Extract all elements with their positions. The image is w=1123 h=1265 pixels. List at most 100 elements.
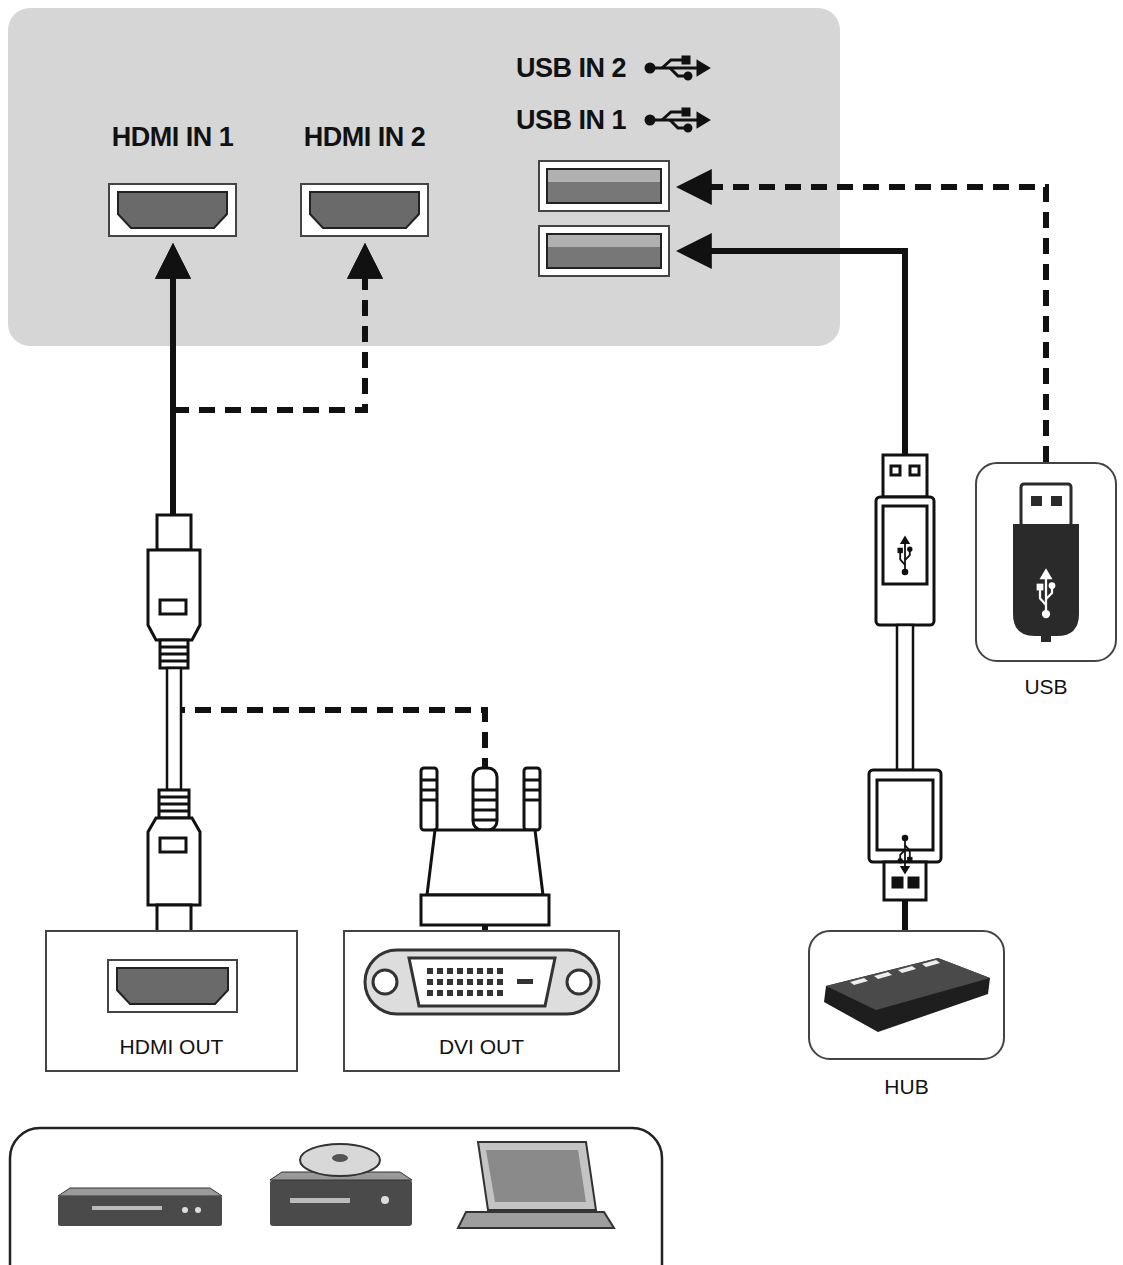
usb-port	[539, 161, 669, 211]
dvi-pin	[437, 968, 443, 974]
usb-cable	[883, 455, 927, 497]
dvi-pin	[427, 979, 433, 985]
source-devices	[92, 1206, 162, 1210]
usb-socket	[547, 169, 661, 203]
usb-symbol	[646, 57, 708, 79]
hub-box-drawing	[810, 932, 1002, 1057]
usb-cable	[897, 625, 913, 770]
usb-port	[539, 226, 669, 276]
hdmi-cable	[160, 838, 186, 852]
usb-symbol	[1038, 571, 1055, 618]
dvi-pin	[517, 979, 533, 984]
hdmi-cable	[148, 550, 200, 640]
usb-cable	[891, 466, 900, 475]
usb-cable	[909, 878, 918, 887]
source-devices	[458, 1212, 614, 1228]
hdmi-cable	[167, 668, 181, 790]
dvi-pin	[427, 968, 433, 974]
source-devices	[290, 1198, 350, 1203]
dvi-pin	[427, 990, 433, 996]
dvi-pin	[437, 990, 443, 996]
dvi-pin	[437, 979, 443, 985]
source-devices	[332, 1154, 348, 1162]
usb-cable	[876, 497, 934, 625]
usb-drive-box: USB	[975, 462, 1117, 662]
source-devices	[270, 1180, 412, 1226]
source-devices	[182, 1207, 188, 1213]
port-label: HDMI IN 1	[112, 121, 234, 153]
dvi-pin	[477, 968, 483, 974]
port-socket	[118, 192, 227, 228]
source-devices	[58, 1188, 222, 1196]
hub-port	[850, 978, 868, 985]
dvi-port	[365, 950, 599, 1014]
port-outline	[108, 960, 237, 1012]
box-label: HDMI OUT	[47, 1034, 296, 1060]
dvi-pin	[467, 990, 473, 996]
dvi-pin	[457, 979, 463, 985]
usb-socket	[548, 170, 660, 182]
dvi-pin	[467, 968, 473, 974]
port-label: USB IN 1	[516, 104, 626, 136]
usb-cable	[869, 455, 941, 900]
port-socket	[117, 968, 228, 1004]
source-devices	[300, 1144, 380, 1176]
dvi-pin	[447, 979, 453, 985]
usb-drive-cap	[1021, 484, 1071, 526]
hub-port	[874, 972, 892, 979]
hdmi-in-port: HDMI IN 1	[108, 183, 237, 237]
dvi-pin	[497, 990, 503, 996]
dvi-plug	[473, 790, 497, 820]
hdmi-cable	[160, 640, 188, 668]
source-devices	[478, 1142, 596, 1210]
usb-symbol	[646, 109, 708, 131]
source-devices	[10, 1128, 662, 1265]
source-devices	[58, 1196, 222, 1226]
usb-drive-cap	[1031, 496, 1042, 506]
usb-in-ports-drawing	[538, 160, 670, 277]
hdmi-cable	[148, 818, 200, 905]
source-devices	[381, 1196, 389, 1204]
dvi-pin	[487, 990, 493, 996]
port-label: HDMI IN 2	[304, 121, 426, 153]
usb-drive-box-drawing	[977, 464, 1114, 659]
dvi-socket	[409, 958, 555, 1006]
monitor-panel	[8, 8, 840, 346]
source-devices	[10, 1128, 662, 1265]
usb-cable	[893, 878, 902, 887]
hdmi-cable	[157, 515, 191, 550]
dvi-pin	[467, 979, 473, 985]
dvi-pin	[457, 968, 463, 974]
hdmi-cable	[148, 515, 200, 935]
dvi-pin	[497, 968, 503, 974]
hub-port	[922, 960, 940, 967]
usb-in-ports: USB IN 2USB IN 1	[538, 160, 670, 277]
hdmi-in-port-drawing	[108, 183, 237, 237]
port-outline	[109, 184, 236, 236]
dvi-out-box: DVI OUT	[343, 930, 620, 1072]
dvi-plug	[421, 895, 549, 925]
screw-hole	[567, 970, 591, 994]
hub-body	[826, 958, 990, 1010]
dvi-plug	[524, 780, 540, 800]
dvi-plug	[427, 830, 543, 895]
screw-hole	[373, 970, 397, 994]
hdmi-in-port: HDMI IN 2	[300, 183, 429, 237]
hdmi-cable	[160, 647, 188, 661]
port-outline	[301, 184, 428, 236]
usb-symbol	[898, 537, 911, 574]
port-label: USB	[1024, 674, 1067, 700]
usb-cable	[910, 466, 919, 475]
port-label: HUB	[884, 1074, 928, 1100]
hub-port	[898, 966, 916, 973]
usb-socket	[547, 234, 661, 268]
source-devices	[486, 1150, 586, 1202]
usb-symbol	[898, 836, 911, 873]
hub-body	[824, 958, 990, 1032]
hub-box: HUB	[808, 930, 1005, 1060]
optional-connection	[696, 187, 1046, 462]
dvi-pin	[487, 968, 493, 974]
hdmi-cable	[159, 790, 189, 818]
dvi-pin	[477, 979, 483, 985]
